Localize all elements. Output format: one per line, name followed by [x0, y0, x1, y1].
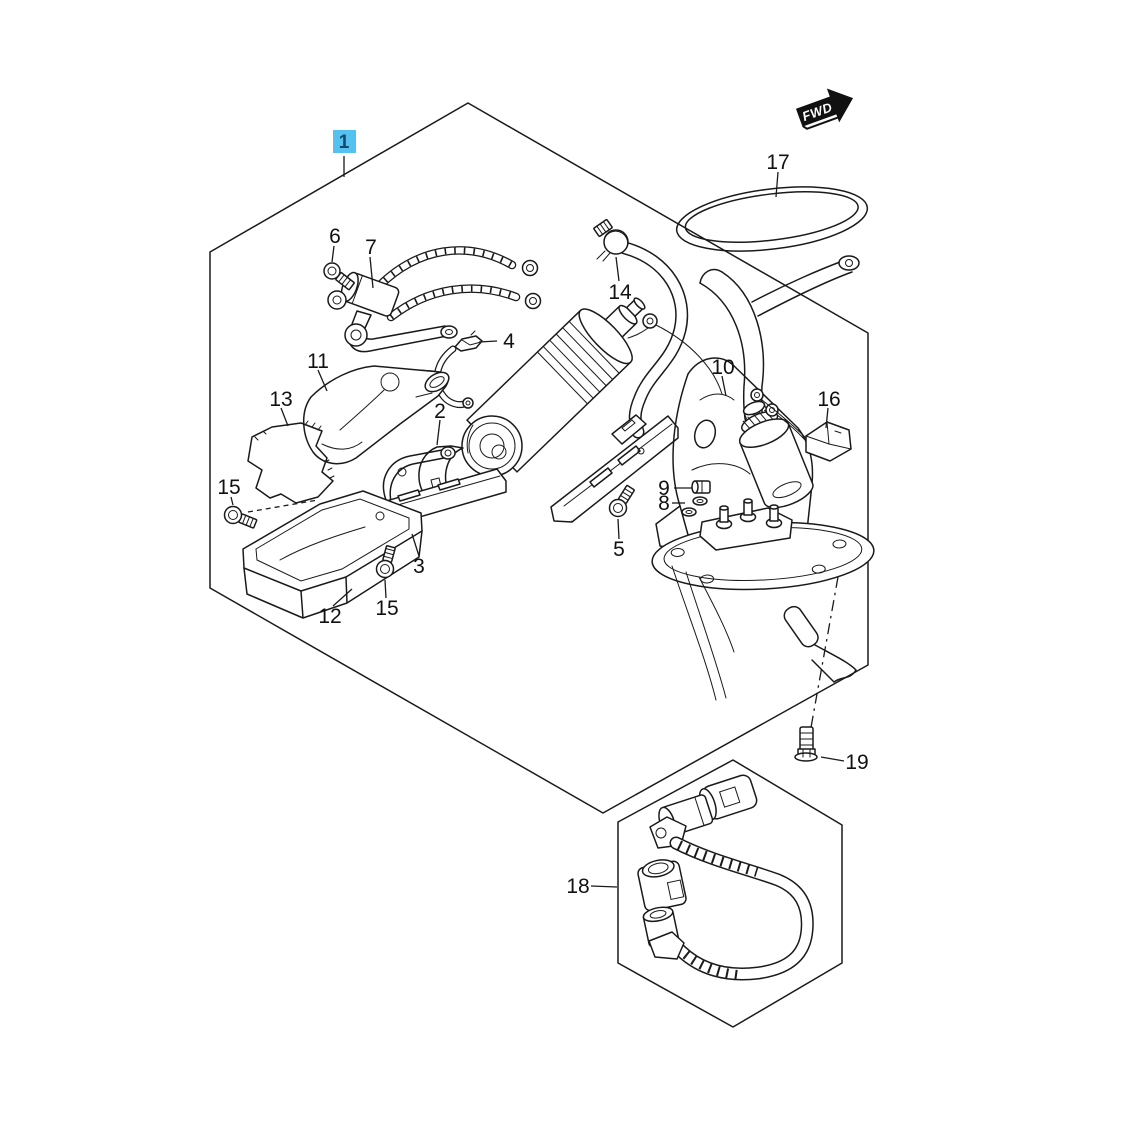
part-9-joint	[691, 480, 711, 494]
callout-16[interactable]: 16	[817, 388, 840, 411]
part-13-gasket	[247, 420, 335, 504]
part-5-screw	[608, 484, 635, 518]
part-11-inlet-boot	[303, 365, 450, 465]
part-4-band-clamp	[433, 330, 483, 409]
part-17-oring	[675, 186, 869, 252]
callout-15-left[interactable]: 15	[217, 476, 240, 499]
part-19-bolt	[794, 726, 818, 762]
callout-15-right[interactable]: 15	[375, 597, 398, 620]
fwd-arrow: FWD	[795, 88, 854, 130]
callouts: 1 2 3 4 5 6 7 8 9 10 11 12 13 14 15 15 1…	[217, 130, 869, 898]
callout-leaders	[230, 156, 845, 888]
callout-10[interactable]: 10	[711, 356, 734, 379]
callout-18[interactable]: 18	[566, 875, 589, 898]
callout-5[interactable]: 5	[613, 538, 625, 561]
main-assembly-frame	[209, 102, 869, 814]
callout-1-highlighted[interactable]: 1	[333, 130, 356, 153]
fuel-strainer-sock	[671, 565, 857, 701]
callout-11[interactable]: 11	[307, 350, 329, 373]
part-10-pump-bracket-hose	[618, 241, 860, 465]
pump-motor	[461, 297, 646, 477]
part-14-hose-clamp	[593, 218, 629, 262]
callout-3[interactable]: 3	[413, 555, 425, 578]
part-15-screw-left	[223, 499, 319, 529]
terminal-bolt	[715, 505, 733, 530]
callout-13[interactable]: 13	[269, 388, 292, 411]
part-12-tray	[242, 490, 423, 619]
sub-assembly-frame	[617, 759, 843, 1028]
solenoid-valve	[738, 400, 814, 509]
callout-1: 1	[339, 132, 350, 153]
callout-19[interactable]: 19	[845, 751, 868, 774]
part-16-connector	[750, 388, 852, 462]
terminal-bolt	[765, 504, 783, 529]
pump-lead-wires	[627, 313, 723, 395]
terminal-block	[699, 498, 793, 551]
callout-12[interactable]: 12	[318, 605, 341, 628]
bracket-rail	[550, 414, 679, 523]
part-8-washers	[681, 496, 708, 517]
callout-4[interactable]: 4	[503, 330, 515, 353]
callout-6[interactable]: 6	[329, 225, 341, 248]
callout-8[interactable]: 8	[658, 492, 670, 515]
callout-17[interactable]: 17	[766, 151, 789, 174]
part-15-screw-right	[375, 545, 396, 579]
terminal-bolt	[739, 498, 757, 523]
callout-14[interactable]: 14	[608, 281, 632, 304]
callout-9[interactable]: 9	[658, 477, 670, 500]
callout-7[interactable]: 7	[365, 236, 377, 259]
part-6-screw	[323, 262, 355, 291]
part-7-joint-and-hoses	[327, 246, 542, 353]
part-18-fuel-hose-assembly	[637, 774, 814, 981]
callout-2[interactable]: 2	[434, 400, 446, 423]
bolt-alignment-line	[809, 576, 839, 734]
